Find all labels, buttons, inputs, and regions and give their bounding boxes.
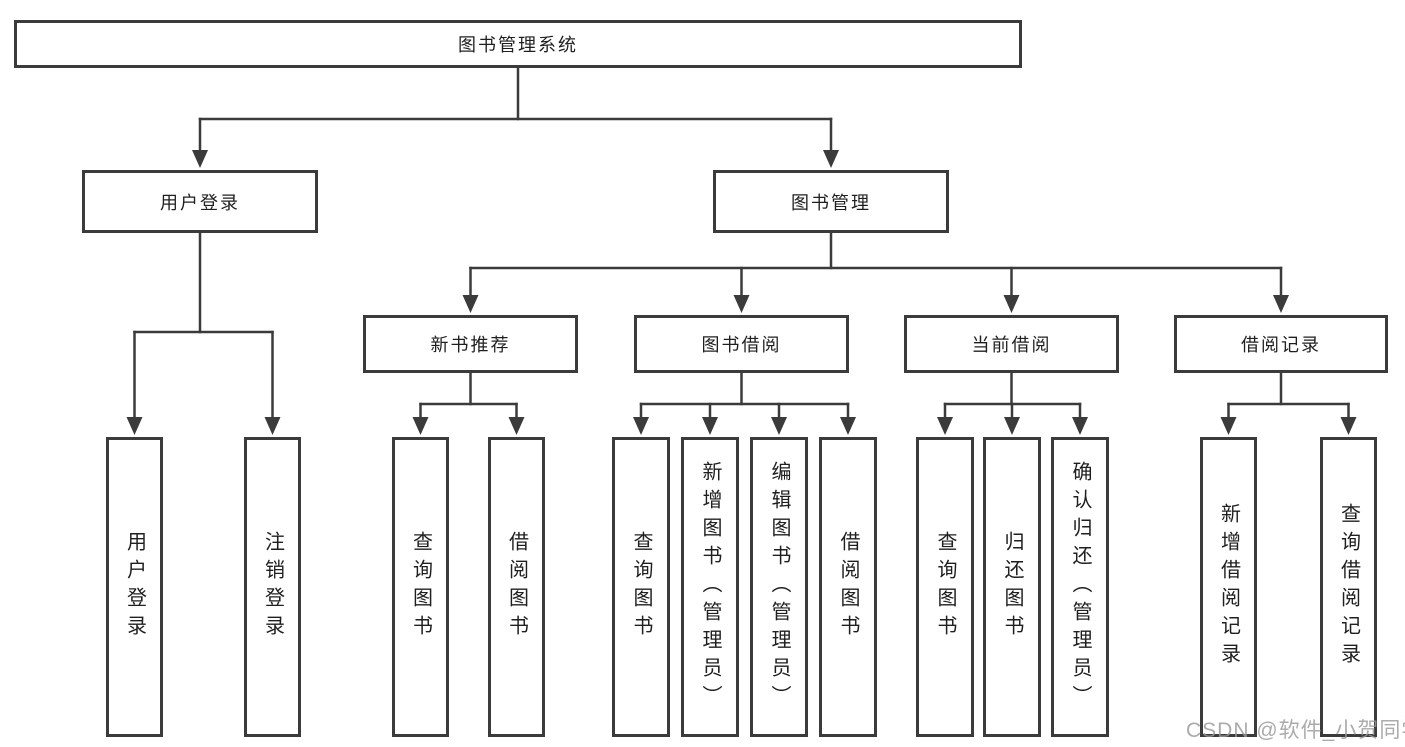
leaf-logout-label: 注销登录 xyxy=(261,531,284,643)
leaf-newbook-borrow-label: 借阅图书 xyxy=(505,531,528,643)
node-book-borrow-label: 图书借阅 xyxy=(701,335,782,355)
leaf-borrow-borrow: 借阅图书 xyxy=(819,437,877,737)
node-root-label: 图书管理系统 xyxy=(458,35,578,55)
leaf-current-return-label: 归还图书 xyxy=(1001,531,1023,643)
connector-book-borrow-to-leaves xyxy=(633,371,856,435)
node-book-borrow: 图书借阅 xyxy=(634,315,849,373)
connector-book-management-to-level3 xyxy=(462,231,1289,313)
leaf-record-query: 查询借阅记录 xyxy=(1320,437,1377,737)
leaf-current-confirm: 确认归还（管理员） xyxy=(1051,437,1109,737)
leaf-current-confirm-label: 确认归还（管理员） xyxy=(1069,461,1091,713)
node-borrow-record: 借阅记录 xyxy=(1174,315,1388,373)
leaf-borrow-edit-label: 编辑图书（管理员） xyxy=(768,461,790,713)
leaf-borrow-edit: 编辑图书（管理员） xyxy=(750,437,808,737)
leaf-newbook-borrow: 借阅图书 xyxy=(488,437,545,737)
leaf-borrow-query: 查询图书 xyxy=(612,437,670,737)
leaf-logout: 注销登录 xyxy=(244,437,301,737)
node-root: 图书管理系统 xyxy=(14,20,1022,68)
leaf-borrow-query-label: 查询图书 xyxy=(630,531,652,643)
connector-root-to-level2 xyxy=(192,66,839,168)
leaf-borrow-add-label: 新增图书（管理员） xyxy=(699,461,721,713)
connector-user-login-to-leaves xyxy=(126,231,281,435)
leaf-user-login: 用户登录 xyxy=(106,437,163,737)
leaf-record-add-label: 新增借阅记录 xyxy=(1217,503,1240,671)
leaf-record-query-label: 查询借阅记录 xyxy=(1337,503,1360,671)
leaf-newbook-query: 查询图书 xyxy=(392,437,449,737)
node-user-login-label: 用户登录 xyxy=(160,192,240,213)
leaf-borrow-borrow-label: 借阅图书 xyxy=(837,531,859,643)
node-new-book-recommend-label: 新书推荐 xyxy=(430,335,511,355)
leaf-user-login-label: 用户登录 xyxy=(123,531,146,643)
connector-borrow-record-to-leaves xyxy=(1220,371,1357,435)
connector-new-book-to-leaves xyxy=(412,371,525,435)
node-current-borrow-label: 当前借阅 xyxy=(971,335,1052,355)
leaf-newbook-query-label: 查询图书 xyxy=(409,531,432,643)
node-book-management: 图书管理 xyxy=(713,170,949,233)
leaf-current-query-label: 查询图书 xyxy=(934,531,956,643)
node-user-login: 用户登录 xyxy=(82,170,318,233)
node-new-book-recommend: 新书推荐 xyxy=(363,315,578,373)
node-book-management-label: 图书管理 xyxy=(791,192,871,213)
connector-current-borrow-to-leaves xyxy=(937,371,1088,435)
leaf-record-add: 新增借阅记录 xyxy=(1200,437,1257,737)
node-borrow-record-label: 借阅记录 xyxy=(1241,335,1321,355)
watermark: CSDN @软件_小贺同学 xyxy=(1186,719,1405,742)
leaf-current-return: 归还图书 xyxy=(983,437,1041,737)
leaf-current-query: 查询图书 xyxy=(916,437,974,737)
leaf-borrow-add: 新增图书（管理员） xyxy=(681,437,739,737)
node-current-borrow: 当前借阅 xyxy=(904,315,1119,373)
